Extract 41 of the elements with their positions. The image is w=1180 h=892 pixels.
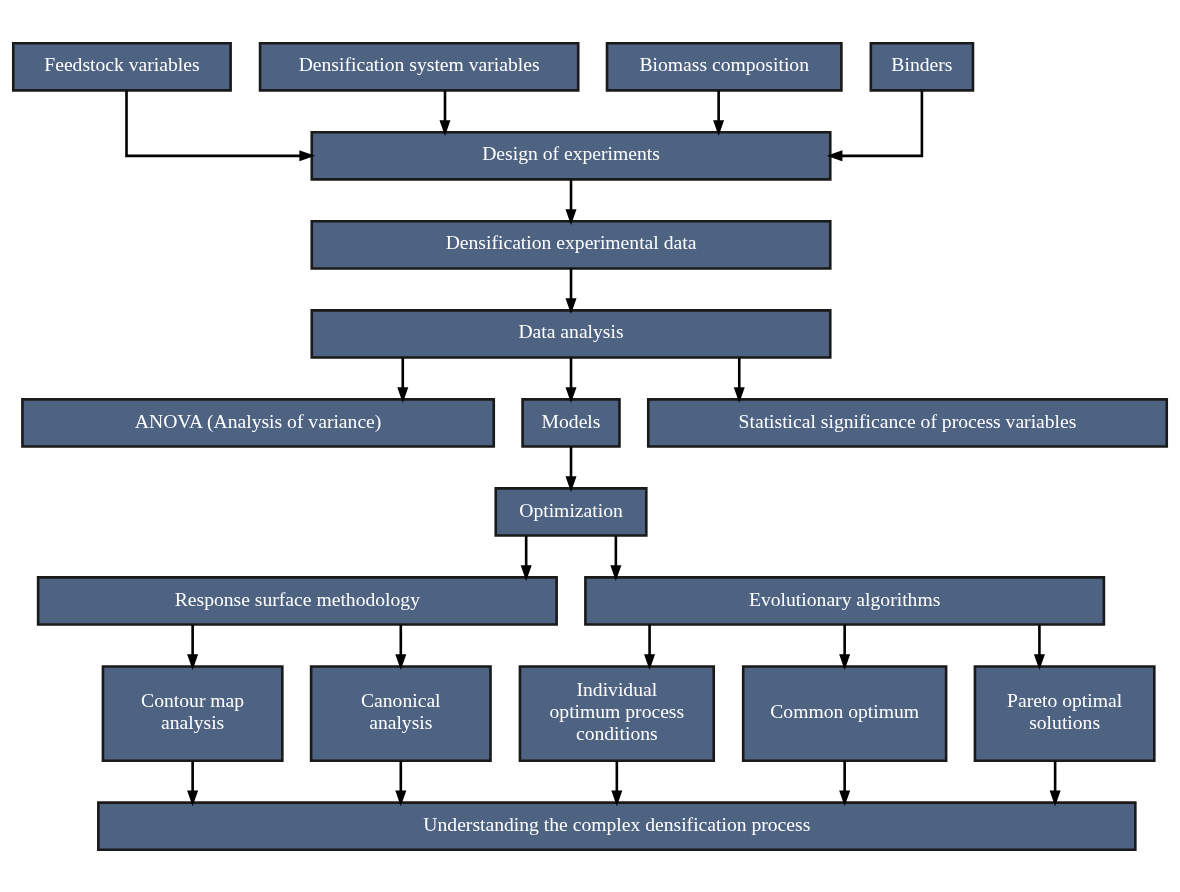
node-box: Feedstock variables (11, 41, 232, 92)
arrow (565, 179, 577, 225)
node-box: Densification experimental data (310, 219, 832, 270)
node-box: Models (521, 397, 621, 448)
node-box: Canonical analysis (309, 664, 492, 762)
arrow (839, 624, 851, 670)
node-box: Design of experiments (310, 130, 832, 181)
node-box: Data analysis (310, 308, 832, 359)
arrow (839, 760, 851, 806)
node-box: Understanding the complex densification process (97, 800, 1137, 851)
arrow (395, 760, 407, 806)
arrow (187, 760, 199, 806)
node-box: Optimization (494, 486, 648, 537)
arrow (1033, 624, 1045, 670)
node-box: Response surface methodology (36, 575, 558, 626)
arrow (565, 446, 577, 492)
arrow (520, 535, 532, 581)
arrow (610, 535, 622, 581)
arrow (187, 624, 199, 670)
arrow (395, 624, 407, 670)
node-box: Densification system variables (258, 41, 580, 92)
node-box: ANOVA (Analysis of variance) (21, 397, 496, 448)
node-box: Pareto optimal solutions (973, 664, 1156, 762)
arrow (611, 760, 623, 806)
arrow (826, 90, 924, 161)
node-box: Binders (869, 41, 975, 92)
arrow (125, 90, 316, 161)
node-box: Individual optimum process conditions (518, 664, 716, 762)
arrow (713, 90, 725, 136)
arrow (439, 90, 451, 136)
node-box: Common optimum (741, 664, 948, 762)
arrow (1049, 760, 1061, 806)
arrow (565, 357, 577, 403)
arrow (644, 624, 656, 670)
arrow (733, 357, 745, 403)
node-box: Contour map analysis (101, 664, 284, 762)
node-box: Evolutionary algorithms (584, 575, 1106, 626)
node-box: Biomass composition (605, 41, 843, 92)
node-box: Statistical significance of process variables (646, 397, 1169, 448)
arrow (565, 268, 577, 314)
arrow (397, 357, 409, 403)
